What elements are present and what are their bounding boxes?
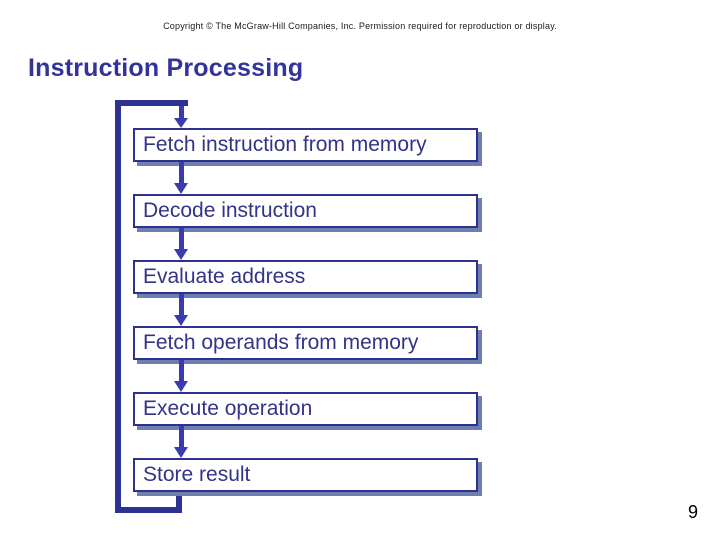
arrow-shaft	[179, 426, 184, 447]
loopback-line-left	[115, 100, 121, 513]
copyright-notice: Copyright © The McGraw-Hill Companies, I…	[163, 21, 557, 31]
flow-step-execute-operation: Execute operation	[133, 392, 478, 426]
flow-step-decode-instruction: Decode instruction	[133, 194, 478, 228]
flow-step-store-result: Store result	[133, 458, 478, 492]
loopback-line-bottom	[115, 507, 182, 513]
arrow-head	[174, 118, 188, 128]
arrow-shaft	[179, 360, 184, 381]
arrow-down-icon	[174, 360, 189, 392]
arrow-shaft	[179, 294, 184, 315]
flow-step-fetch-operands: Fetch operands from memory	[133, 326, 478, 360]
arrow-head	[174, 381, 188, 392]
flow-step-evaluate-address: Evaluate address	[133, 260, 478, 294]
arrow-down-icon	[174, 294, 189, 326]
arrow-shaft	[179, 106, 184, 118]
arrow-head	[174, 447, 188, 458]
arrow-head	[174, 315, 188, 326]
loopback-line-top	[115, 100, 188, 106]
arrow-shaft	[179, 228, 184, 249]
arrow-down-icon	[174, 228, 189, 260]
arrow-head	[174, 183, 188, 194]
arrow-down-icon	[174, 162, 189, 194]
loopback-line-stub	[176, 492, 182, 513]
loopback-arrow-down-icon	[174, 106, 189, 128]
page-number: 9	[687, 502, 698, 522]
flow-step-fetch-instruction: Fetch instruction from memory	[133, 128, 478, 162]
arrow-shaft	[179, 162, 184, 183]
arrow-down-icon	[174, 426, 189, 458]
arrow-head	[174, 249, 188, 260]
page-title: Instruction Processing	[28, 54, 304, 82]
